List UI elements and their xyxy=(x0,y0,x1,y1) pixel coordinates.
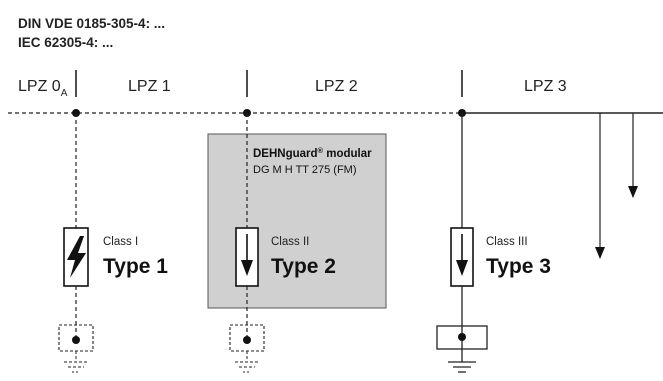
load-arrow-1 xyxy=(595,247,605,259)
type2-earth-symbol xyxy=(235,351,259,373)
type3-type-label: Type 3 xyxy=(486,255,551,278)
product-code: DG M H TT 275 (FM) xyxy=(253,164,357,176)
type1-earth-symbol xyxy=(64,351,88,373)
type2-earth-dot xyxy=(243,336,251,344)
type3-earth-box xyxy=(436,325,488,350)
surge-arrow-icon xyxy=(456,260,468,276)
zone-label-lpz0: LPZ 0A xyxy=(18,78,68,99)
type3-earth-symbol xyxy=(448,361,476,373)
product-name: DEHNguard® modular xyxy=(253,146,372,160)
zone-label-lpz2: LPZ 2 xyxy=(315,78,358,95)
type1-type-label: Type 1 xyxy=(103,255,168,278)
type1-class-label: Class I xyxy=(103,236,138,248)
type2-type-label: Type 2 xyxy=(271,255,336,278)
standard-iec: IEC 62305-4: ... xyxy=(18,35,114,50)
standards-header: DIN VDE 0185-305-4: ... IEC 62305-4: ... xyxy=(18,14,165,52)
dehnguard-product-box xyxy=(207,133,387,309)
type1-earth-dot xyxy=(72,336,80,344)
type3-class-label: Class III xyxy=(486,236,528,248)
zone-label-lpz1: LPZ 1 xyxy=(128,78,171,95)
type2-class-label: Class II xyxy=(271,236,309,248)
load-arrow-2 xyxy=(628,186,638,198)
surge-arrow-icon xyxy=(241,260,253,276)
zone-label-lpz3: LPZ 3 xyxy=(524,78,567,95)
standard-din-vde: DIN VDE 0185-305-4: ... xyxy=(18,16,166,31)
type3-earth-dot xyxy=(458,333,466,341)
lightning-arrester-icon xyxy=(67,236,86,278)
